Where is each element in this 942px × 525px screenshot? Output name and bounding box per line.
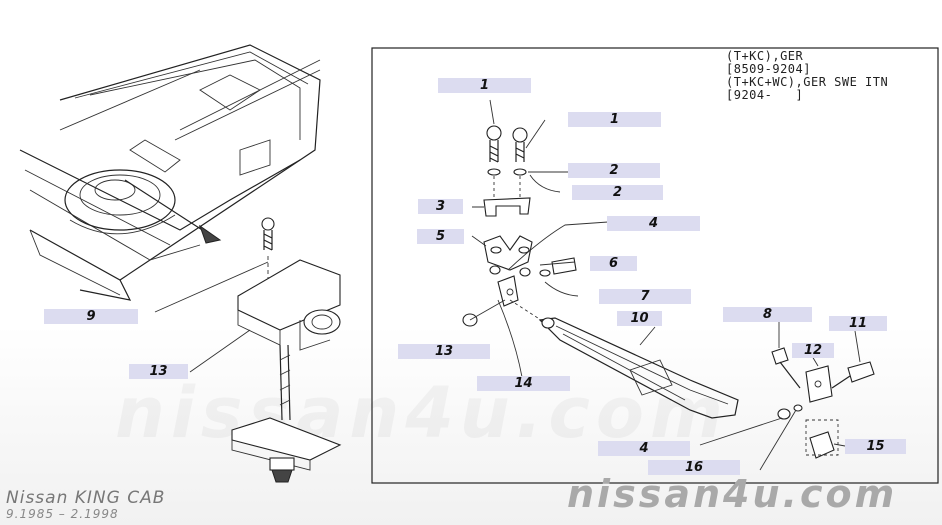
callout-6[interactable]: 6 — [590, 256, 637, 271]
callout-14[interactable]: 13 — [129, 364, 188, 379]
callout-13[interactable]: 13 — [398, 344, 490, 359]
applicability-note: (T+KC),GER [8509-9204] (T+KC+WC),GER SWE… — [726, 50, 888, 102]
callout-5[interactable]: 5 — [417, 229, 464, 244]
callout-9[interactable]: 9 — [44, 309, 138, 324]
callout-8[interactable]: 8 — [723, 307, 812, 322]
watermark: nissan4u.com — [115, 372, 729, 454]
note-line-4: [9204- ] — [726, 88, 804, 102]
callout-11[interactable]: 11 — [829, 316, 887, 331]
left-assembly-drawing — [154, 217, 342, 483]
brand-logo-text: nissan4u.com — [567, 472, 898, 516]
callout-10[interactable]: 10 — [617, 311, 662, 326]
callout-4[interactable]: 14 — [477, 376, 570, 391]
callout-3[interactable]: 3 — [418, 199, 463, 214]
note-line-3: (T+KC+WC),GER SWE ITN — [726, 75, 889, 89]
truck-bed-drawing — [19, 44, 321, 301]
callout-1[interactable]: 1 — [568, 112, 661, 127]
detail-frame — [371, 47, 939, 484]
callout-7[interactable]: 7 — [599, 289, 691, 304]
hanger-assembly-drawing — [462, 99, 609, 378]
vehicle-title: Nissan KING CAB — [6, 488, 166, 508]
callout-15[interactable]: 15 — [845, 439, 906, 454]
callout-16[interactable]: 16 — [648, 460, 740, 475]
callout-1[interactable]: 1 — [438, 78, 531, 93]
note-line-1: (T+KC),GER — [726, 49, 804, 63]
callout-13[interactable]: 4 — [598, 441, 690, 456]
callout-12[interactable]: 12 — [792, 343, 834, 358]
right-parts-drawing — [699, 321, 875, 471]
callout-4[interactable]: 4 — [607, 216, 700, 231]
carrier-arm-drawing — [509, 299, 739, 419]
production-years: 9.1985 – 2.1998 — [6, 507, 119, 521]
callout-2[interactable]: 2 — [568, 163, 660, 178]
callout-2[interactable]: 2 — [572, 185, 663, 200]
note-line-2: [8509-9204] — [726, 62, 811, 76]
